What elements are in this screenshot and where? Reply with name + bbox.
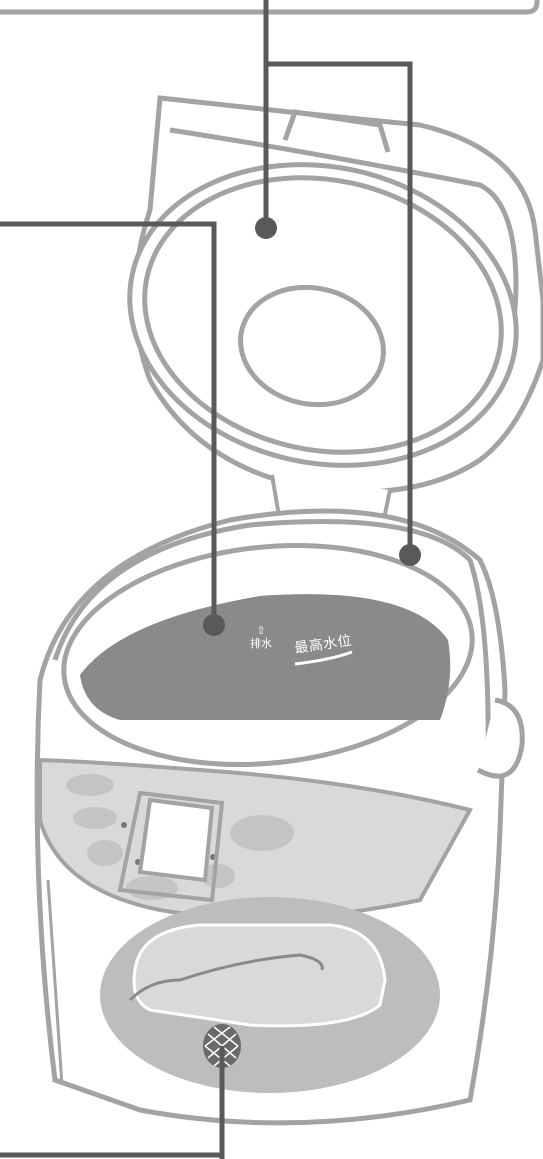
panel-button[interactable] [66, 774, 114, 796]
panel-button[interactable] [73, 807, 117, 829]
pointer-dot-lid-plate [255, 217, 277, 239]
drain-text: 排水 [243, 637, 279, 650]
panel-button[interactable] [87, 840, 123, 866]
pointer-dot-inner-container [203, 614, 225, 636]
drain-marking: ⇧ 排水 [243, 624, 279, 650]
indicator-light [121, 822, 127, 828]
pointer-dot-packing [399, 544, 421, 566]
tray-insert [134, 925, 385, 1026]
display-window [140, 800, 212, 880]
lid [101, 98, 543, 500]
panel-button[interactable] [230, 815, 294, 851]
drain-arrow-icon: ⇧ [243, 624, 279, 637]
